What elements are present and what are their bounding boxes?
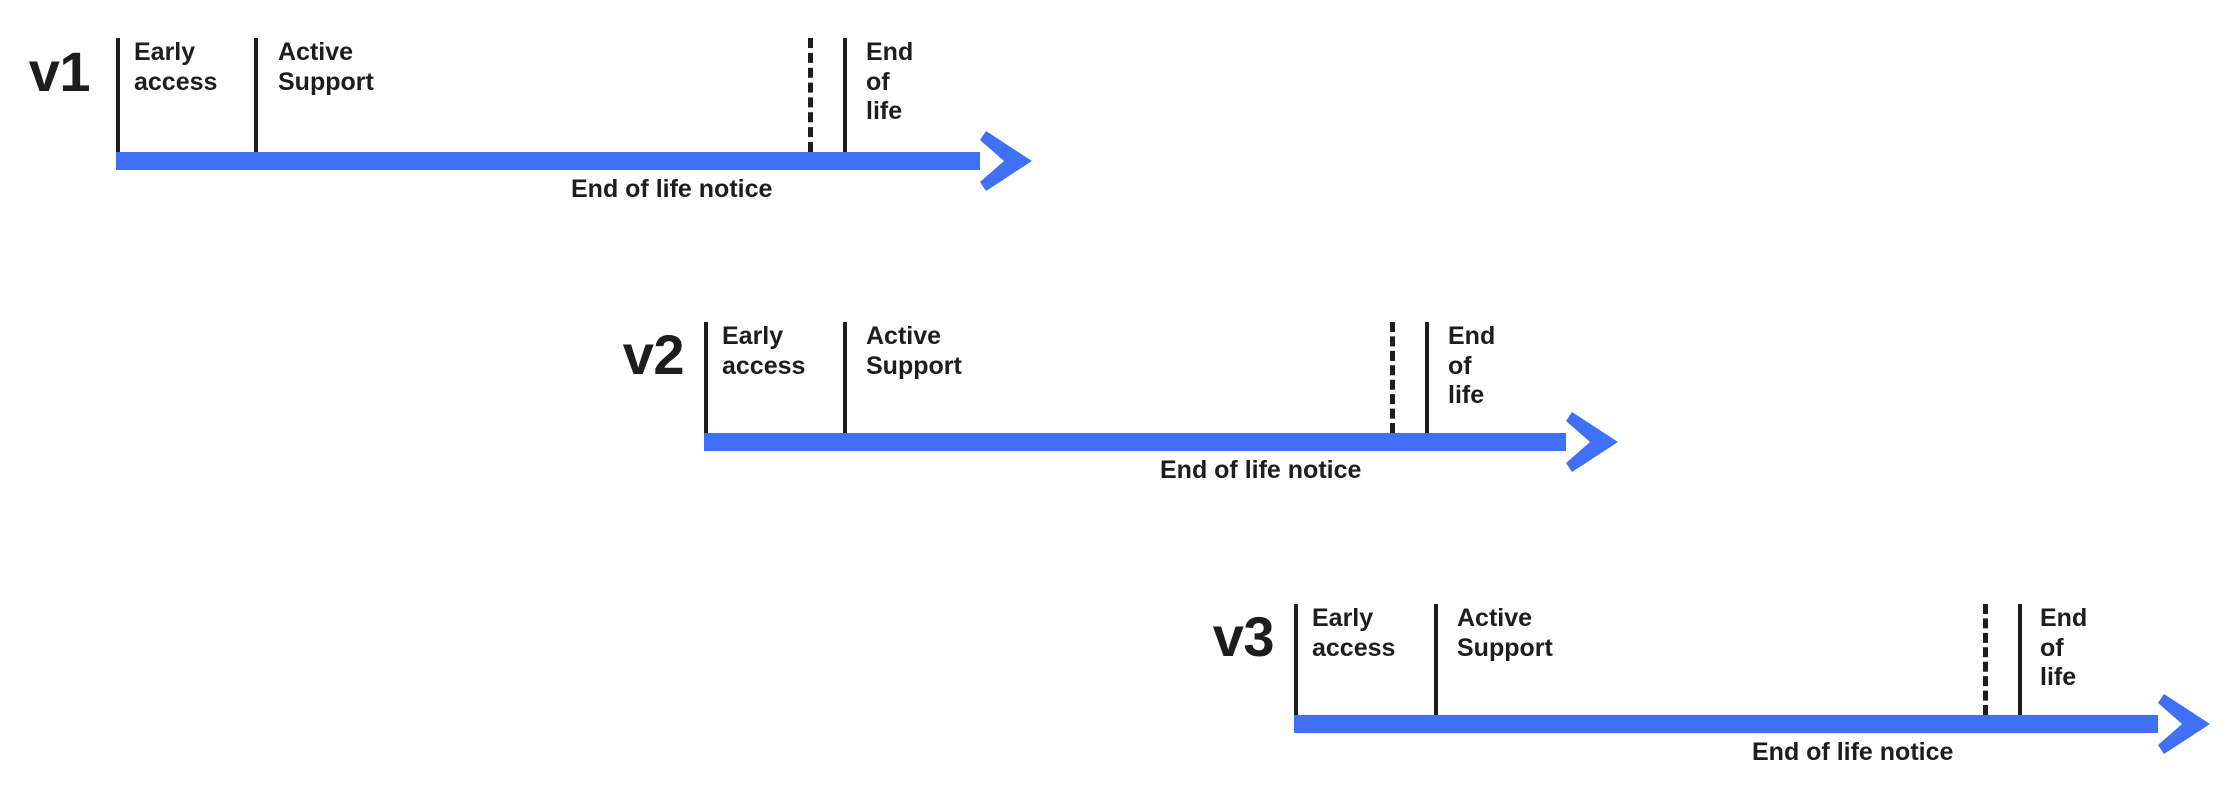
- end-of-life-notice-label-v2: End of life notice: [1160, 456, 1362, 484]
- phase-label-end-of-life-v3: End of life: [2040, 604, 2088, 691]
- version-label-v3: v3: [1212, 605, 1275, 668]
- phase-divider-active-support-start-v3: [1434, 604, 1438, 715]
- timeline-arrowhead-icon-v3: [2158, 694, 2210, 754]
- phase-label-active-support-v2: Active Support: [866, 322, 962, 380]
- end-of-life-notice-label-v3: End of life notice: [1752, 738, 1954, 766]
- phase-label-active-support-v1: Active Support: [278, 38, 374, 96]
- timeline-shaft-v1: [116, 152, 980, 170]
- phase-divider-early-access-start-v1: [116, 38, 120, 152]
- phase-label-end-of-life-v2: End of life: [1448, 322, 1496, 409]
- version-label-v1: v1: [28, 40, 91, 103]
- timeline-arrowhead-icon-v2: [1566, 412, 1618, 472]
- phase-label-early-access-v2: Early access: [722, 322, 806, 380]
- phase-divider-early-access-start-v3: [1294, 604, 1298, 715]
- end-of-life-notice-marker-v3: [1983, 604, 1988, 715]
- phase-divider-early-access-start-v2: [704, 322, 708, 433]
- phase-divider-end-of-life-start-v3: [2018, 604, 2022, 715]
- end-of-life-notice-marker-v1: [808, 38, 813, 152]
- phase-label-early-access-v3: Early access: [1312, 604, 1396, 662]
- phase-label-active-support-v3: Active Support: [1457, 604, 1553, 662]
- phase-divider-active-support-start-v1: [254, 38, 258, 152]
- end-of-life-notice-label-v1: End of life notice: [571, 175, 773, 203]
- phase-divider-end-of-life-start-v2: [1425, 322, 1429, 433]
- phase-divider-end-of-life-start-v1: [843, 38, 847, 152]
- end-of-life-notice-marker-v2: [1390, 322, 1395, 433]
- phase-label-end-of-life-v1: End of life: [866, 38, 914, 125]
- version-label-v2: v2: [622, 323, 685, 386]
- timeline-shaft-v2: [704, 433, 1566, 451]
- timeline-shaft-v3: [1294, 715, 2158, 733]
- phase-divider-active-support-start-v2: [843, 322, 847, 433]
- timeline-arrowhead-icon-v1: [980, 131, 1032, 191]
- phase-label-early-access-v1: Early access: [134, 38, 218, 96]
